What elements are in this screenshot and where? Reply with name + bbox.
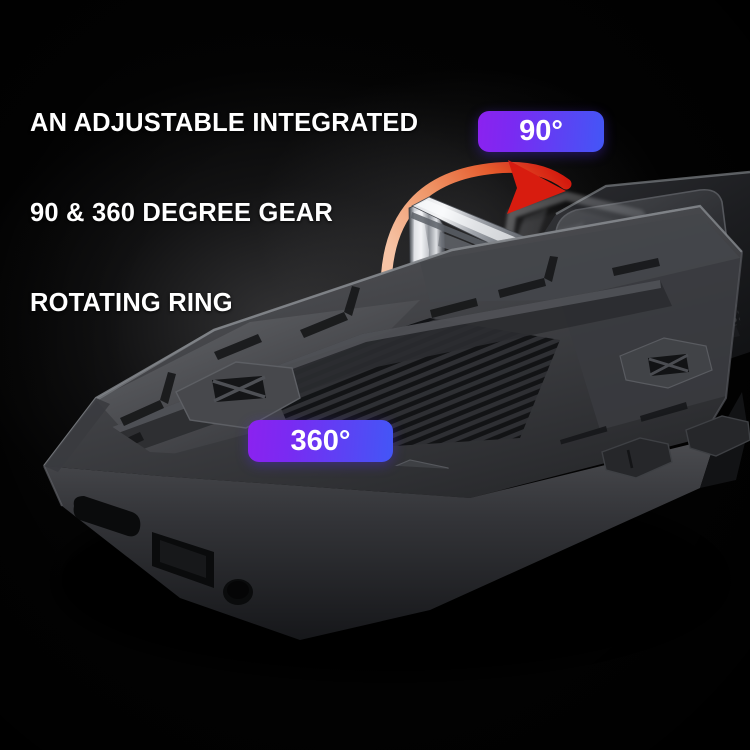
- badge-360-degrees: 360°: [248, 420, 393, 462]
- headline-line-1: AN ADJUSTABLE INTEGRATED: [30, 109, 419, 137]
- side-button-covers: [601, 415, 750, 479]
- rotation-arrow-90: [380, 160, 572, 296]
- rugged-armor-phone-case: [43, 204, 750, 640]
- badge-90-degrees: 90°: [478, 111, 604, 152]
- headline-line-2: 90 & 360 DEGREE GEAR: [30, 199, 334, 227]
- page-title: AN ADJUSTABLE INTEGRATED 90 & 360 DEGREE…: [30, 48, 418, 378]
- headline-line-3: ROTATING RING: [30, 289, 233, 317]
